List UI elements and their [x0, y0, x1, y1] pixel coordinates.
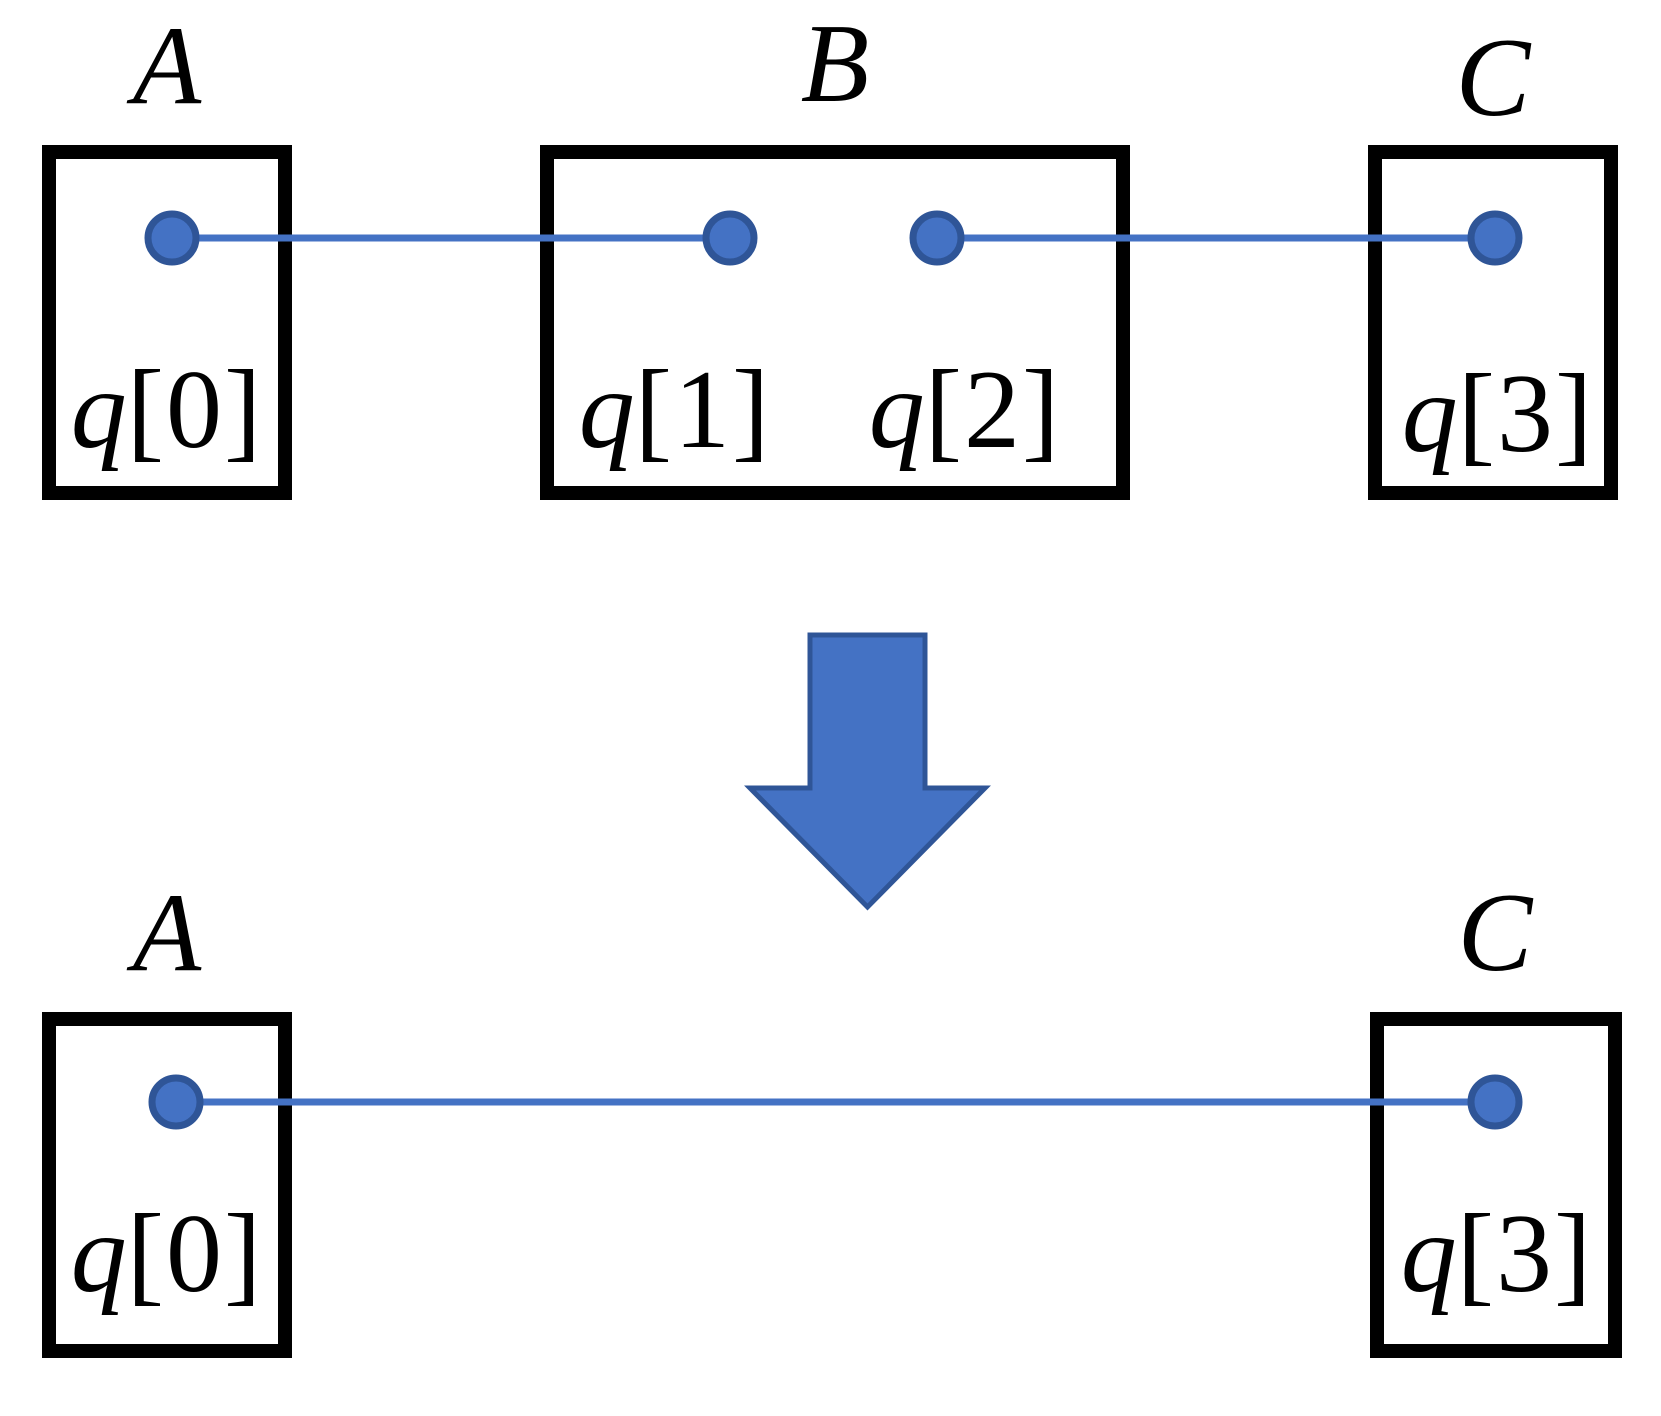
- register-label-a-before: A: [132, 4, 202, 128]
- qubit-var-q3-after: q: [1400, 1192, 1457, 1316]
- qubit-var-q0-after: q: [70, 1192, 127, 1316]
- qubit-index-q2-before: [2]: [924, 348, 1062, 472]
- qubit-label-q0-before: q[0]: [71, 354, 264, 466]
- register-box-b-before: [540, 145, 1130, 500]
- qubit-var-q2-before: q: [868, 348, 925, 472]
- qubit-label-q0-after: q[0]: [71, 1198, 264, 1310]
- qubit-var-q0-before: q: [70, 348, 127, 472]
- register-box-c-before: [1368, 145, 1618, 500]
- qubit-label-q3-after: q[3]: [1401, 1198, 1594, 1310]
- register-label-a-after: A: [132, 871, 202, 995]
- register-box-a-after: [42, 1012, 292, 1358]
- down-arrow-icon: [744, 632, 991, 911]
- qubit-index-q1-before: [1]: [634, 348, 772, 472]
- qubit-label-q2-before: q[2]: [869, 354, 1062, 466]
- register-label-c-after: C: [1457, 871, 1533, 995]
- qubit-index-q3-before: [3]: [1457, 352, 1595, 476]
- qubit-var-q3-before: q: [1401, 352, 1458, 476]
- register-box-a-before: [42, 145, 292, 500]
- register-label-b-before: B: [800, 2, 870, 126]
- qubit-label-q3-before: q[3]: [1402, 358, 1595, 470]
- qubit-index-q3-after: [3]: [1456, 1192, 1594, 1316]
- qubit-label-q1-before: q[1]: [579, 354, 772, 466]
- qubit-index-q0-before: [0]: [126, 348, 264, 472]
- qubit-var-q1-before: q: [578, 348, 635, 472]
- register-label-c-before: C: [1455, 16, 1531, 140]
- qubit-index-q0-after: [0]: [126, 1192, 264, 1316]
